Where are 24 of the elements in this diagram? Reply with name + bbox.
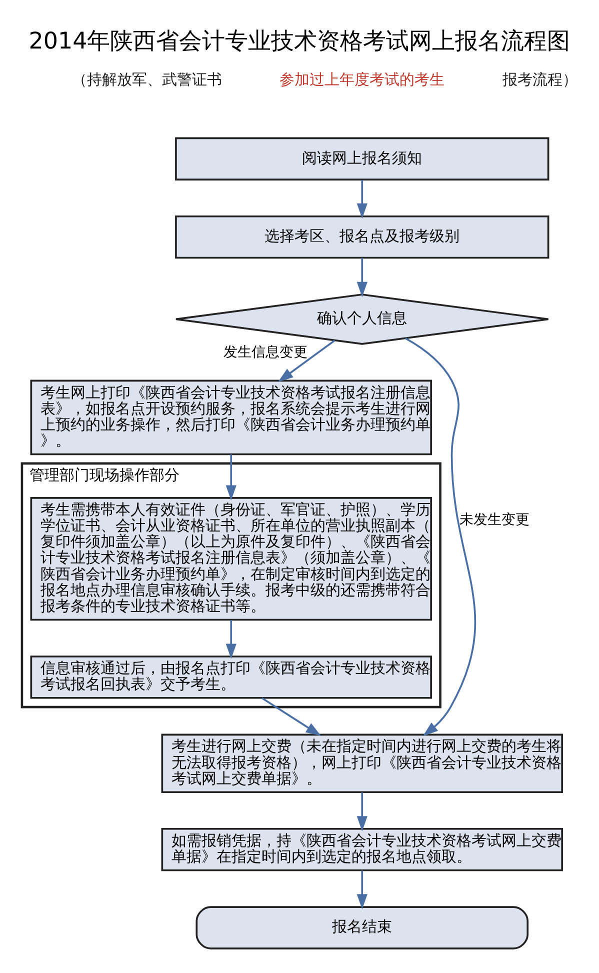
arrow bbox=[356, 792, 368, 831]
label: 参加过上年度考试的考生 bbox=[280, 70, 445, 88]
node-box: 考生需携带本人有效证件（身份证、军官证、护照）、学历学位证书、会计从业资格证书、所在单位的营业执照副本（复印件须加盖公章）（以上为原件及复印件）、《陕西省会计专业技术资格考试报名注册信息表》（须加盖公章）、《陕西省会计业务办理预约单》，在制定审核时间内到选定的报名地点办理信息审核确认手续。报考中级的还需携带符合报考条件的专业技术资格证书等。 bbox=[30, 496, 432, 620]
node-box: 选择考区、报名点及报考级别 bbox=[175, 214, 550, 258]
arrow bbox=[226, 454, 236, 500]
node-diamond: 确认个人信息 bbox=[175, 293, 550, 344]
node-box: 考生网上打印《陕西省会计专业技术资格考试报名注册信息表》，如报名点开设预约服务，报名系统会提示考生进行网上预约的业务操作，然后打印《陕西省会计业务办理预约单》。 bbox=[30, 379, 432, 455]
diagram-title: 2014年陕西省会计专业技术资格考试网上报名流程图 bbox=[28, 28, 570, 54]
arrow bbox=[405, 337, 476, 736]
arrow bbox=[356, 179, 368, 218]
arrow bbox=[356, 257, 368, 297]
node-box: 信息审核通过后，由报名点打印《陕西省会计专业技术资格考试报名回执表》交予考生。 bbox=[30, 655, 432, 698]
edge-label: 未发生变更 bbox=[459, 511, 530, 528]
arrow bbox=[261, 696, 322, 736]
arrow bbox=[226, 620, 236, 658]
node-box: 如需报销凭据，持《陕西省会计专业技术资格考试网上交费单据》在指定时间内到选定的报名地点领取。 bbox=[161, 827, 563, 871]
arrow bbox=[278, 339, 336, 382]
edge-label: 发生信息变更 bbox=[224, 344, 308, 360]
node-box: 报名结束 bbox=[196, 906, 529, 949]
node-box: 考生进行网上交费（未在指定时间内进行网上交费的考生将无法取得报考资格），网上打印《陕西省会计专业技术资格考试网上交费单据》。 bbox=[161, 733, 563, 793]
label: （持解放军、武警证书 bbox=[72, 70, 222, 88]
arrow bbox=[356, 870, 368, 909]
label: 报考流程） bbox=[502, 70, 578, 88]
node-box: 阅读网上报名须知 bbox=[175, 136, 550, 180]
